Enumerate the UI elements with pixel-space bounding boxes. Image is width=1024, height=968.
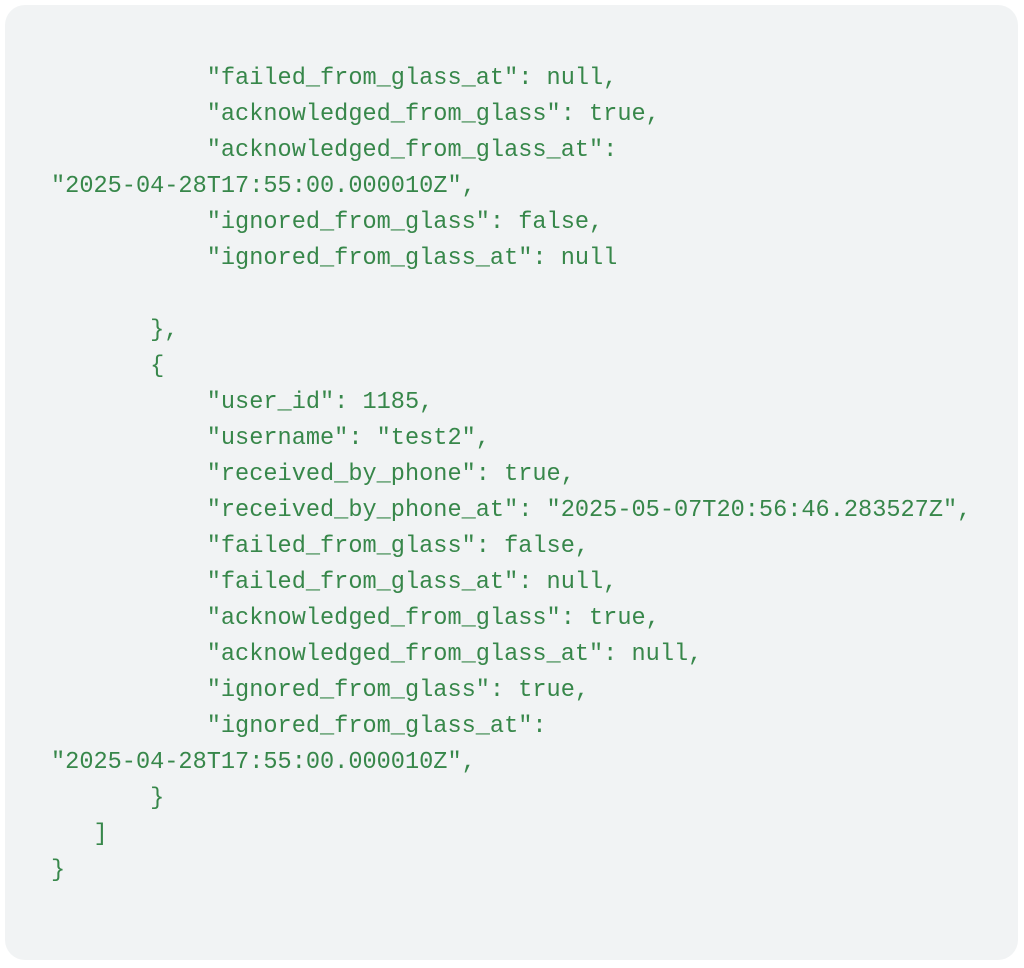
json-code: "failed_from_glass_at": null, "acknowled… xyxy=(51,61,1018,889)
code-line: { xyxy=(51,353,165,380)
code-line: "received_by_phone": true, xyxy=(51,461,575,488)
code-line: "acknowledged_from_glass_at": null, xyxy=(51,641,703,668)
code-line: }, xyxy=(51,317,179,344)
code-line: } xyxy=(51,785,165,812)
code-line: "failed_from_glass_at": null, xyxy=(51,569,618,596)
code-line: ] xyxy=(51,821,108,848)
code-line: "acknowledged_from_glass": true, xyxy=(51,101,660,128)
code-line: "ignored_from_glass": true, xyxy=(51,677,590,704)
code-line: "received_by_phone_at": "2025-05-07T20:5… xyxy=(51,497,972,524)
code-line: "acknowledged_from_glass": true, xyxy=(51,605,660,632)
code-line: "2025-04-28T17:55:00.000010Z", xyxy=(51,749,476,776)
code-block: "failed_from_glass_at": null, "acknowled… xyxy=(5,5,1018,960)
code-line: "failed_from_glass": false, xyxy=(51,533,590,560)
code-line: "ignored_from_glass_at": null xyxy=(51,245,618,272)
code-line: "2025-04-28T17:55:00.000010Z", xyxy=(51,173,476,200)
code-line: "acknowledged_from_glass_at": xyxy=(51,137,618,164)
code-line: } xyxy=(51,857,66,884)
code-line: "user_id": 1185, xyxy=(51,389,434,416)
code-line xyxy=(51,277,1018,313)
code-line: "ignored_from_glass": false, xyxy=(51,209,604,236)
code-line: "failed_from_glass_at": null, xyxy=(51,65,618,92)
code-line: "username": "test2", xyxy=(51,425,490,452)
code-line: "ignored_from_glass_at": xyxy=(51,713,547,740)
